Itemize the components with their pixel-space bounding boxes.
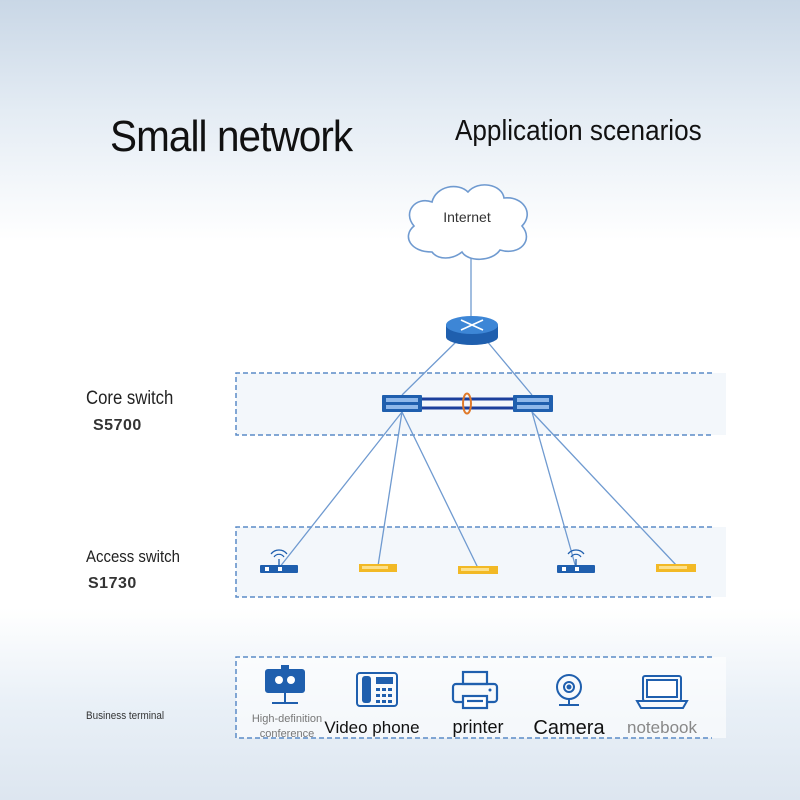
- internet-label: Internet: [443, 209, 491, 225]
- device-label-conference-line2: conference: [259, 728, 315, 740]
- core-switch-label: Core switch: [86, 388, 174, 409]
- printer-icon: [451, 670, 499, 710]
- device-label-camera: Camera: [533, 717, 605, 739]
- access-switch-1-icon: [359, 564, 397, 572]
- access-switch-3-icon: [656, 564, 696, 572]
- core-switch-model: S5700: [93, 417, 142, 434]
- core-switch-left-icon: [382, 395, 422, 412]
- access-switch-wifi-2-icon: [557, 549, 595, 573]
- device-label-printer: printer: [452, 717, 504, 737]
- laptop-icon: [635, 675, 689, 709]
- access-switch-wifi-1-icon: [260, 549, 298, 573]
- video-conference-icon: [265, 665, 305, 704]
- stack-link: [422, 392, 513, 415]
- business-terminal-label: Business terminal: [86, 710, 165, 722]
- device-label-conference-line1: High-definition: [251, 713, 323, 725]
- router-icon: [446, 316, 498, 345]
- access-switch-2-icon: [458, 566, 498, 574]
- access-switch-label: Access switch: [86, 547, 180, 566]
- phone-icon: [356, 672, 398, 707]
- core-tier-box: [235, 372, 726, 436]
- access-tier-box: [235, 526, 726, 598]
- diagram-title: Small network: [110, 112, 353, 161]
- device-label-conference: High-definition conference: [252, 712, 322, 742]
- core-switch-right-icon: [513, 395, 553, 412]
- internet-cloud-icon: [407, 184, 528, 261]
- access-switch-model: S1730: [88, 575, 137, 592]
- device-label-video-phone: Video phone: [324, 718, 420, 737]
- diagram-subtitle: Application scenarios: [455, 115, 702, 147]
- network-links: [278, 255, 678, 569]
- camera-icon: [556, 674, 582, 706]
- device-label-notebook: notebook: [627, 718, 697, 737]
